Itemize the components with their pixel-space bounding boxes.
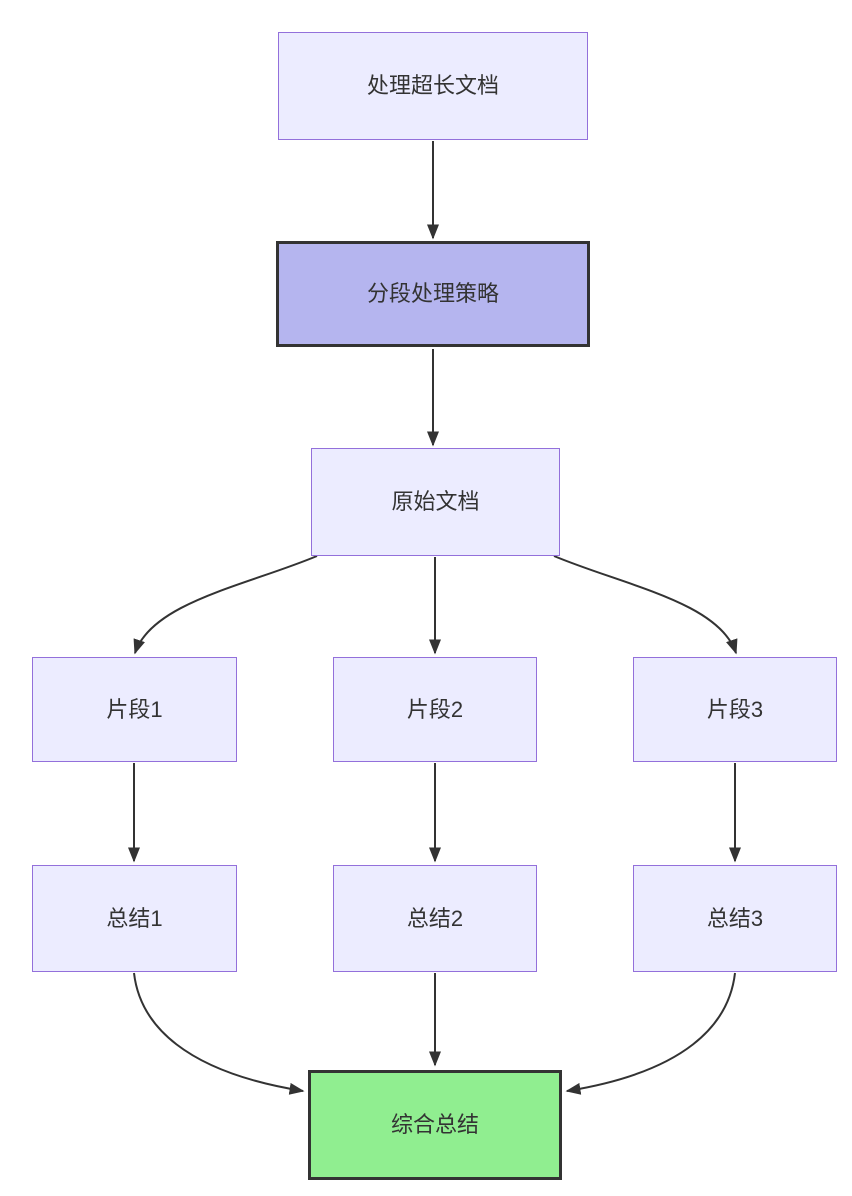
node-label: 总结1 [106,905,163,931]
node-label: 总结3 [706,905,764,931]
node-label: 处理超长文档 [366,73,499,98]
node-label: 片段2 [406,696,464,722]
node-label: 片段3 [706,696,764,722]
node-label: 分段处理策略 [366,281,499,306]
node-original-doc: 原始文档 [311,448,560,556]
node-segment-strategy: 分段处理策略 [276,241,590,347]
node-fragment-3: 片段3 [633,657,837,762]
node-label: 综合总结 [390,1112,479,1137]
node-summary-1: 总结1 [32,865,237,972]
edge-c-d3 [553,555,738,655]
node-final-summary: 综合总结 [308,1070,562,1180]
edge-c-d1 [133,555,318,655]
node-fragment-2: 片段2 [333,657,537,762]
node-fragment-1: 片段1 [32,657,237,762]
node-label: 原始文档 [391,489,480,514]
node-summary-3: 总结3 [633,865,837,972]
node-process-long-doc: 处理超长文档 [278,32,588,140]
node-summary-2: 总结2 [333,865,537,972]
edge-e3-f [565,972,736,1095]
node-label: 片段1 [106,696,163,722]
edge-e1-f [133,972,305,1095]
node-label: 总结2 [406,905,464,931]
